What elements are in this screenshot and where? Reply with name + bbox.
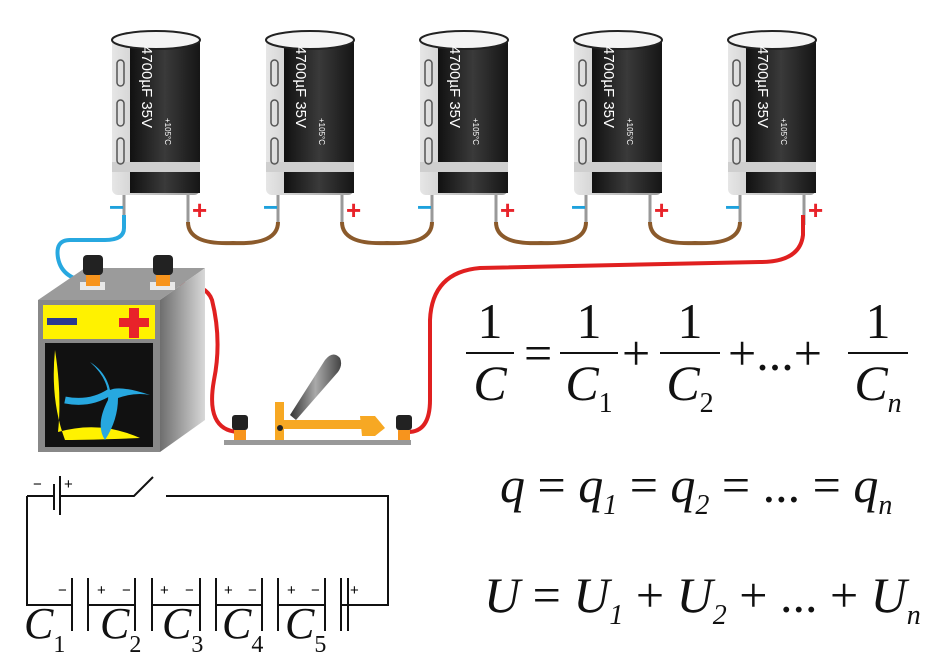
label-letter: C [100, 599, 130, 648]
capacitor-label: C2 [100, 598, 141, 659]
plus-sign: + [793, 325, 822, 381]
lhs-numerator: 1 [477, 293, 503, 349]
term-subscript: n [887, 388, 902, 419]
term-numerator: 1 [576, 293, 602, 349]
label-letter: C [285, 599, 315, 648]
knife-switch[interactable] [224, 354, 412, 445]
battery-terminal-positive [150, 255, 175, 290]
capacitor-rating: 4700µF 35V [754, 46, 771, 128]
lhs-denominator: C [473, 355, 507, 411]
label-subscript: 4 [251, 632, 264, 658]
equals-sign: = [524, 325, 553, 381]
capacitor-temperature: +105°C [779, 118, 788, 145]
battery [38, 255, 205, 452]
term-numerator: 1 [677, 293, 703, 349]
charge-formula: q = q1 = q2 = ... = qn [500, 457, 893, 521]
label-letter: C [162, 599, 192, 648]
brown-wire [186, 221, 280, 246]
plus-icon: + [808, 195, 823, 225]
plus-icon: + [500, 195, 515, 225]
term-numerator: 1 [865, 293, 891, 349]
label-subscript: 5 [314, 632, 327, 658]
minus-icon: − [263, 192, 278, 222]
plus-icon: + [654, 195, 669, 225]
minus-icon: − [725, 192, 740, 222]
term-subscript: 1 [598, 388, 613, 419]
red-wire-switch-capacitor [407, 215, 805, 434]
capacitor: 4700µF 35V +105°C − + [725, 30, 823, 225]
plus-icon: + [192, 195, 207, 225]
minus-sign: − [58, 582, 67, 599]
brown-wire [648, 221, 742, 246]
battery-logo-blue [90, 362, 150, 440]
minus-sign: − [122, 582, 131, 599]
plus-sign: + [224, 582, 233, 599]
circuit-schematic [26, 476, 389, 631]
minus-icon: − [571, 192, 586, 222]
capacitor-label: C3 [162, 598, 203, 659]
battery-plus-icon [119, 308, 149, 338]
capacitor-row: 4700µF 35V +105°C − +4700µF 35V +105°C − +4700… [109, 30, 823, 225]
capacitor-rating: 4700µF 35V [138, 46, 155, 128]
capacitor-label: C1 [24, 598, 65, 659]
blue-wire [55, 215, 126, 284]
minus-sign: − [311, 582, 320, 599]
capacitor: 4700µF 35V +105°C − + [263, 30, 361, 225]
switch-handle[interactable] [290, 354, 342, 420]
label-letter: C [24, 599, 54, 648]
minus-sign: − [185, 582, 194, 599]
ellipsis: ... [756, 325, 794, 381]
minus-icon: − [109, 192, 124, 222]
schematic-battery-neg: − [33, 476, 42, 493]
capacitor: 4700µF 35V +105°C − + [571, 30, 669, 225]
capacitor-temperature: +105°C [625, 118, 634, 145]
capacitor-rating: 4700µF 35V [600, 46, 617, 128]
term-subscript: 2 [699, 388, 714, 419]
capacitor: 4700µF 35V +105°C − + [109, 30, 207, 225]
label-letter: C [222, 599, 252, 648]
schematic-battery-pos: + [64, 476, 73, 493]
battery-minus-icon [47, 318, 77, 325]
capacitor-temperature: +105°C [163, 118, 172, 145]
term-denominator: C [565, 355, 599, 411]
plus-sign: + [622, 325, 651, 381]
plus-sign: + [728, 325, 757, 381]
capacitor-rating: 4700µF 35V [292, 46, 309, 128]
battery-terminal-negative [80, 255, 105, 290]
brown-wire [340, 221, 434, 246]
plus-sign: + [160, 582, 169, 599]
voltage-formula: U = U1 + U2 + ... + Un [484, 567, 921, 631]
capacitor-temperature: +105°C [317, 118, 326, 145]
plus-sign: + [287, 582, 296, 599]
brown-wire [494, 221, 588, 246]
capacitor: 4700µF 35V +105°C − + [417, 30, 515, 225]
plus-sign: + [97, 582, 106, 599]
minus-sign: − [248, 582, 257, 599]
label-subscript: 1 [53, 632, 66, 658]
plus-icon: + [346, 195, 361, 225]
capacitor-label: C4 [222, 598, 263, 659]
label-subscript: 2 [129, 632, 142, 658]
term-denominator: C [666, 355, 700, 411]
capacitor-temperature: +105°C [471, 118, 480, 145]
minus-icon: − [417, 192, 432, 222]
label-subscript: 3 [191, 632, 204, 658]
capacitor-label: C5 [285, 598, 326, 659]
plus-sign: + [350, 582, 359, 599]
term-denominator: C [854, 355, 888, 411]
battery-logo-yellow [53, 350, 140, 440]
capacitor-rating: 4700µF 35V [446, 46, 463, 128]
